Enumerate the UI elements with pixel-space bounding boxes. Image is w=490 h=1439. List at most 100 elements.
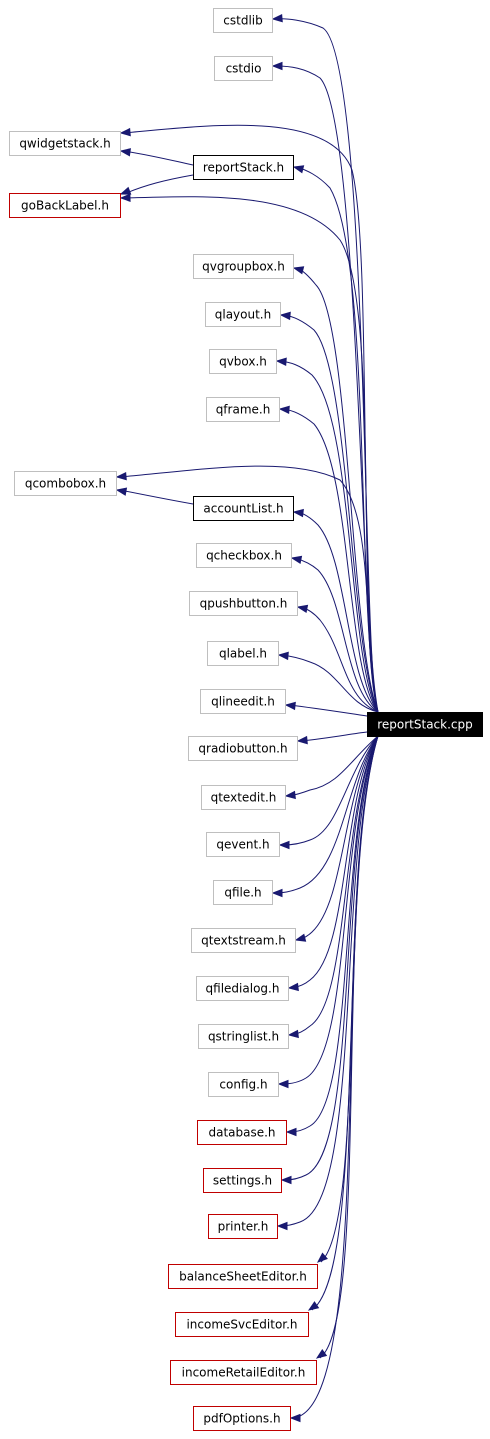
node-qevent[interactable]: qevent.h (206, 832, 280, 857)
node-label: qvgroupbox.h (202, 260, 285, 274)
node-label: incomeSvcEditor.h (186, 1318, 297, 1332)
node-box (209, 349, 277, 374)
node-pdfOptions[interactable]: pdfOptions.h (193, 1406, 291, 1431)
node-label: qvbox.h (219, 355, 267, 369)
node-box (9, 193, 121, 218)
edge-arrowhead (271, 888, 283, 898)
edge-reportStack_cpp-to-qcombobox (115, 465, 379, 713)
node-balanceSheetEditor[interactable]: balanceSheetEditor.h (168, 1264, 318, 1289)
node-qcombobox[interactable]: qcombobox.h (14, 471, 117, 496)
edge-reportStack_cpp-to-qfile (271, 735, 379, 898)
edge-line (119, 489, 194, 505)
node-qlineedit[interactable]: qlineedit.h (200, 689, 286, 714)
edge-reportStack_cpp-to-qlabel (277, 651, 379, 713)
node-incomeRetailEditor[interactable]: incomeRetailEditor.h (170, 1360, 317, 1385)
node-database[interactable]: database.h (197, 1120, 287, 1145)
node-qradiobutton[interactable]: qradiobutton.h (188, 736, 298, 761)
node-qvbox[interactable]: qvbox.h (209, 349, 277, 374)
edge-reportStack_cpp-to-settings (280, 735, 379, 1185)
node-qlayout[interactable]: qlayout.h (205, 302, 281, 327)
edge-arrowhead (276, 1221, 288, 1231)
node-label: qfile.h (224, 886, 261, 900)
edge-arrowhead (287, 982, 299, 992)
node-label: cstdlib (223, 14, 262, 28)
node-qfile[interactable]: qfile.h (213, 880, 273, 905)
edge-line (282, 408, 379, 713)
edge-line (319, 735, 379, 1359)
node-box (213, 880, 273, 905)
node-printer[interactable]: printer.h (208, 1214, 278, 1239)
edge-line (291, 735, 379, 989)
edge-arrowhead (275, 357, 287, 366)
edge-reportStack_cpp-to-database (285, 735, 379, 1137)
node-qfiledialog[interactable]: qfiledialog.h (196, 976, 289, 1001)
edge-line (280, 735, 379, 1227)
node-label: incomeRetailEditor.h (182, 1366, 306, 1380)
node-box (9, 131, 121, 156)
edge-reportStack_cpp-to-goBackLabel (119, 193, 379, 713)
node-box (191, 928, 296, 953)
edge-reportStack_cpp-to-incomeRetailEditor (315, 735, 379, 1359)
edge-line (282, 735, 379, 846)
edge-line (284, 735, 379, 1181)
node-label: qwidgetstack.h (19, 137, 110, 151)
edge-line (289, 735, 379, 1133)
node-qcheckbox[interactable]: qcheckbox.h (196, 543, 292, 568)
node-reportStack_h[interactable]: reportStack.h (193, 155, 294, 180)
node-box (213, 8, 273, 33)
edge-reportStack_cpp-to-qvgroupbox (292, 266, 379, 713)
edge-reportStack_cpp-to-qstringlist (287, 735, 379, 1039)
node-qtextedit[interactable]: qtextedit.h (201, 785, 286, 810)
edge-reportStack_cpp-to-qcheckbox (290, 555, 379, 713)
node-box (200, 689, 286, 714)
node-box (168, 1264, 318, 1289)
edge-line (300, 606, 379, 713)
node-box (175, 1312, 309, 1337)
node-label: accountList.h (203, 502, 283, 516)
edge-line (288, 704, 368, 717)
edge-arrowhead (119, 148, 131, 157)
edge-line (119, 465, 379, 713)
edge-arrowhead (294, 933, 307, 942)
edge-arrowhead (292, 165, 305, 174)
node-label: config.h (219, 1078, 267, 1092)
edge-line (123, 150, 194, 166)
node-reportStack_cpp[interactable]: reportStack.cpp (367, 712, 483, 737)
edge-line (123, 174, 194, 195)
node-label: qevent.h (216, 838, 269, 852)
node-box (193, 496, 294, 521)
node-settings[interactable]: settings.h (203, 1168, 282, 1193)
edge-arrowhead (307, 1301, 320, 1311)
node-label: qradiobutton.h (198, 742, 287, 756)
edge-arrowhead (277, 1079, 289, 1089)
edge-reportStack_cpp-to-pdfOptions (289, 735, 379, 1423)
node-box (196, 543, 292, 568)
node-qvgroupbox[interactable]: qvgroupbox.h (193, 254, 294, 279)
node-cstdio[interactable]: cstdio (214, 56, 273, 81)
node-qtextstream[interactable]: qtextstream.h (191, 928, 296, 953)
node-qwidgetstack[interactable]: qwidgetstack.h (9, 131, 121, 156)
edge-line (275, 735, 379, 894)
edge-line (296, 511, 379, 713)
node-box (14, 471, 117, 496)
node-box (206, 397, 280, 422)
node-box (193, 155, 294, 180)
node-qlabel[interactable]: qlabel.h (207, 641, 279, 666)
node-goBackLabel[interactable]: goBackLabel.h (9, 193, 121, 218)
edge-reportStack_cpp-to-accountList (292, 508, 379, 713)
node-cstdlib[interactable]: cstdlib (213, 8, 273, 33)
edge-line (291, 735, 379, 1036)
node-box (188, 736, 298, 761)
node-box (193, 1406, 291, 1431)
edge-reportStack_h-to-goBackLabel (119, 174, 194, 195)
node-qpushbutton[interactable]: qpushbutton.h (189, 591, 298, 616)
node-accountList[interactable]: accountList.h (193, 496, 294, 521)
node-qstringlist[interactable]: qstringlist.h (198, 1024, 289, 1049)
node-box (170, 1360, 317, 1385)
node-incomeSvcEditor[interactable]: incomeSvcEditor.h (175, 1312, 309, 1337)
node-config[interactable]: config.h (208, 1072, 279, 1097)
node-qframe[interactable]: qframe.h (206, 397, 280, 422)
edge-line (281, 735, 379, 1085)
edge-line (275, 18, 379, 713)
